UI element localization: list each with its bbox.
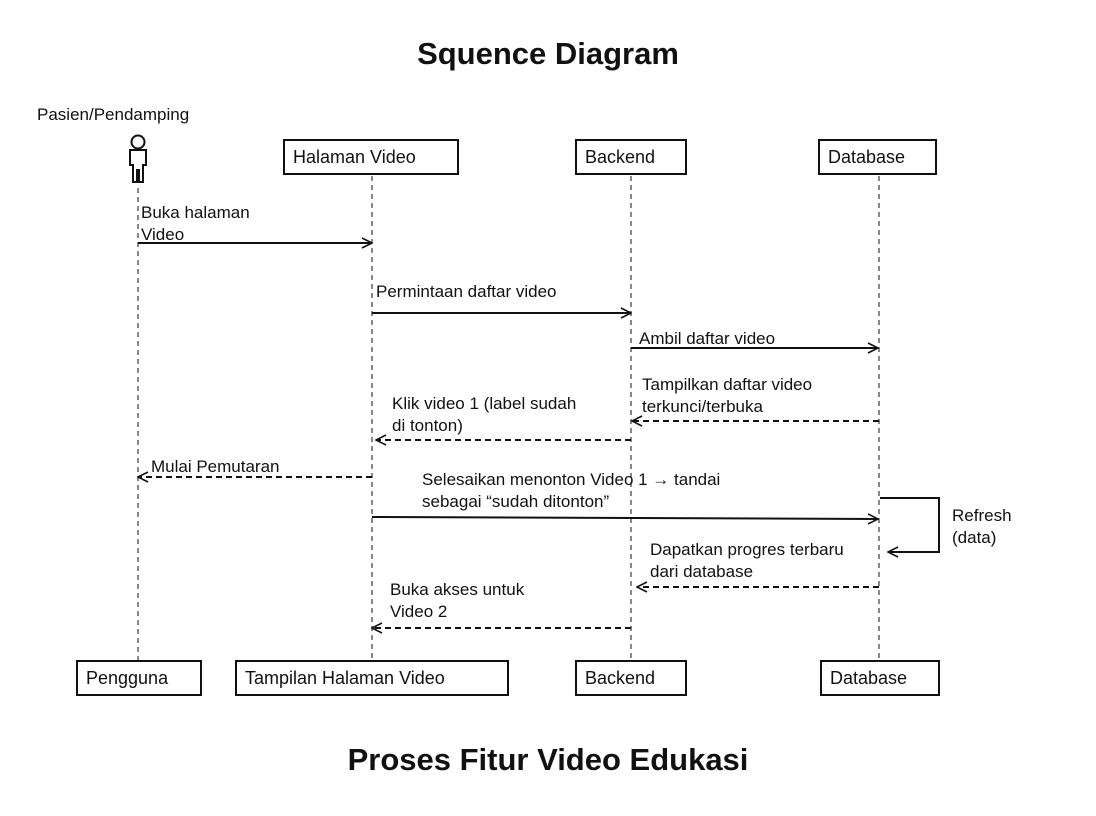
message-label-6: Mulai Pemutaran (151, 457, 280, 476)
participant-box-database: Database (818, 139, 937, 175)
message-label-8: Refresh (data) (952, 506, 1012, 547)
message-label-5: Klik video 1 (label sudah di tonton) (392, 394, 577, 435)
message-label-3: Ambil daftar video (639, 329, 776, 348)
message-arrow-8-self (880, 497, 940, 552)
participant-label: Backend (585, 147, 656, 167)
participant-box-backend-bottom: Backend (575, 660, 687, 696)
participant-box-backend: Backend (575, 139, 687, 175)
actor-label: Pasien/Pendamping (37, 105, 190, 124)
participant-label: Database (828, 147, 906, 167)
participant-label: Tampilan Halaman Video (245, 668, 445, 688)
participant-box-database-bottom: Database (820, 660, 940, 696)
message-arrow-7 (371, 517, 878, 519)
participant-label: Database (830, 668, 908, 688)
diagram-title: Squence Diagram (417, 36, 679, 71)
message-label-10: Buka akses untuk Video 2 (390, 580, 525, 621)
message-label-9: Dapatkan progres terbaru dari database (650, 540, 844, 581)
participant-label: Pengguna (86, 668, 169, 688)
participant-box-tampilan-halaman-video: Tampilan Halaman Video (235, 660, 509, 696)
diagram-subtitle: Proses Fitur Video Edukasi (347, 742, 749, 777)
participant-label: Halaman Video (293, 147, 416, 167)
message-label-2: Permintaan daftar video (376, 282, 557, 301)
participant-label: Backend (585, 668, 656, 688)
participant-box-pengguna: Pengguna (76, 660, 202, 696)
message-label-4: Tampilkan daftar video terkunci/terbuka (642, 375, 813, 416)
person-icon (129, 134, 147, 183)
participant-box-halaman-video: Halaman Video (283, 139, 459, 175)
message-label-7: Selesaikan menonton Video 1 → tandai seb… (422, 470, 721, 511)
message-label-1: Buka halaman Video (141, 203, 250, 244)
